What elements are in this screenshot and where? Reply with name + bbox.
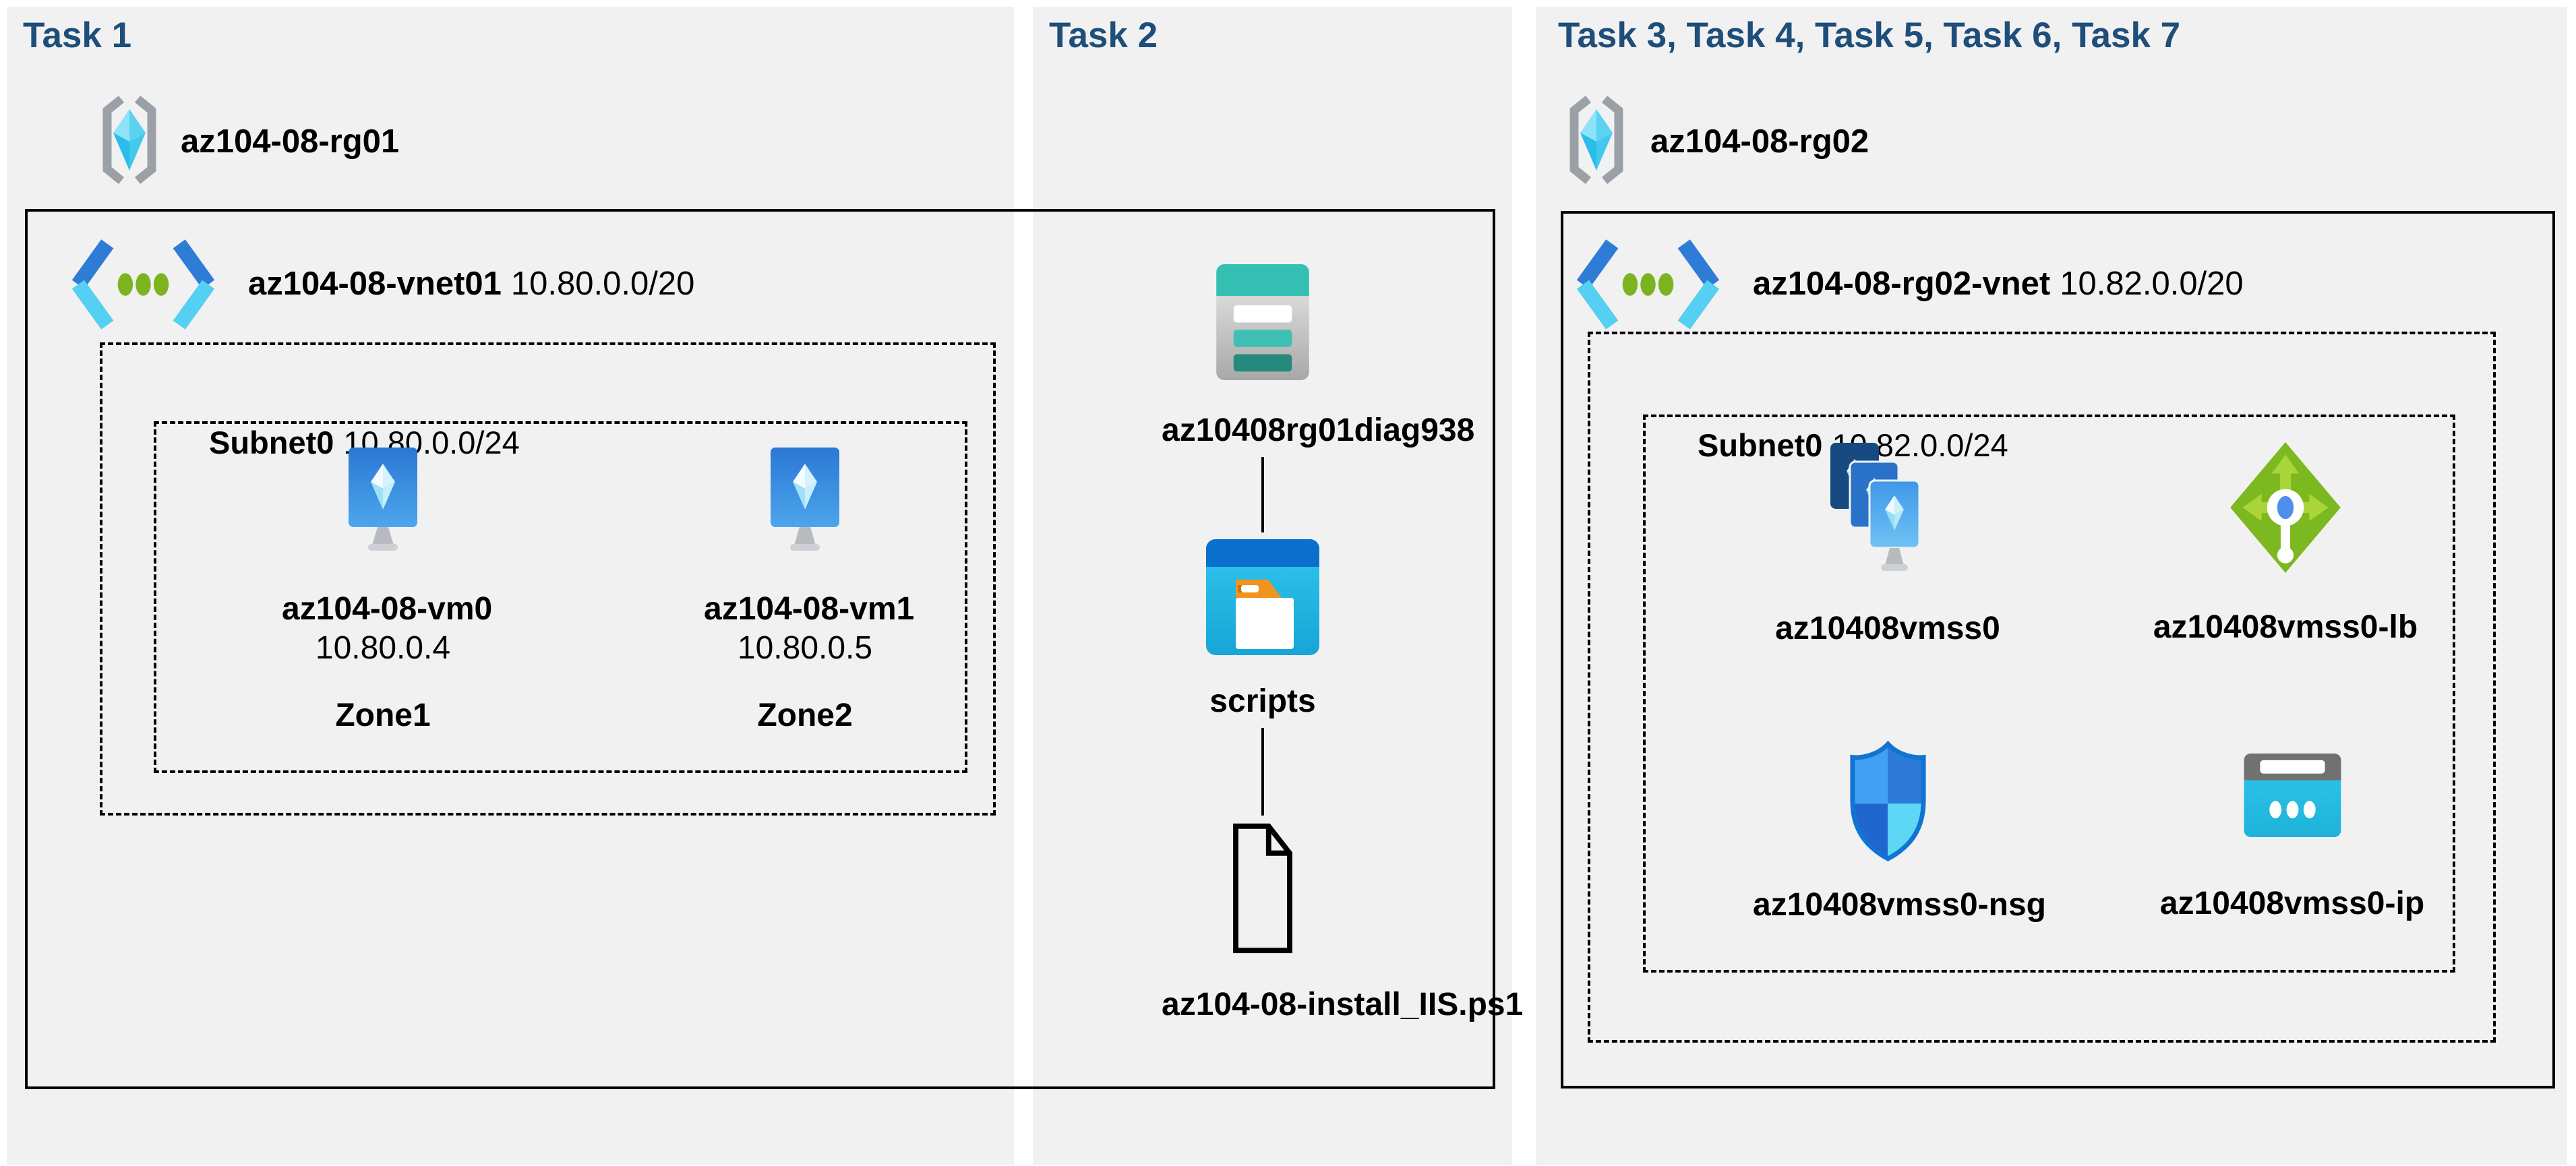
vm-zone: Zone2 [757, 698, 853, 733]
virtual-network-icon [1576, 239, 1720, 330]
nsg-name: az10408vmss0-nsg [1753, 887, 2046, 923]
virtual-machine-icon [771, 448, 839, 551]
task2-column: az10408rg01diag938 scripts az104-08-inst… [1162, 264, 1524, 1024]
connector-line [1261, 728, 1264, 816]
resource-group-icon [102, 95, 156, 185]
vm0-group: az104-08-vm0 10.80.0.4 Zone1 [282, 446, 493, 735]
subnet1-inner-dashed-box [154, 421, 967, 773]
vnet1-boundary-box [25, 209, 1495, 1089]
vnet2-cidr: 10.82.0.0/20 [2060, 266, 2244, 302]
vnet1-cidr: 10.80.0.0/20 [510, 266, 695, 302]
task3-title: Task 3, Task 4, Task 5, Task 6, Task 7 [1558, 16, 2181, 55]
resource-group-name: az104-08-rg01 [181, 123, 400, 160]
resource-group-name: az104-08-rg02 [1650, 123, 1869, 160]
subnet2-name: Subnet0 [1698, 427, 1823, 463]
subnet1-name: Subnet0 [209, 425, 334, 460]
subnet2-dashed-box [1588, 332, 2496, 1043]
task1-title: Task 1 [23, 16, 132, 55]
vm-zone: Zone1 [335, 698, 431, 733]
storage-account-name: az10408rg01diag938 [1162, 412, 1475, 448]
virtual-machine-icon [349, 448, 417, 551]
load-balancer-name: az10408vmss0-lb [2153, 609, 2418, 645]
nsg-group: az10408vmss0-nsg [1753, 740, 2046, 925]
load-balancer-icon [2230, 442, 2341, 573]
vm-ip: 10.80.0.5 [737, 630, 873, 666]
storage-account-icon [1216, 264, 1309, 380]
vmss-group: az10408vmss0 [1753, 441, 2023, 648]
vnet1-name: az104-08-vnet01 [248, 266, 502, 302]
load-balancer-group: az10408vmss0-lb [2151, 439, 2420, 647]
virtual-network-icon [71, 239, 215, 330]
vnet2-name: az104-08-rg02-vnet [1753, 266, 2051, 302]
public-ip-group: az10408vmss0-ip [2157, 754, 2427, 923]
panel-task1 [7, 7, 1014, 1165]
vmss-name: az10408vmss0 [1775, 611, 2000, 646]
vm-name: az104-08-vm0 [282, 591, 493, 627]
vm1-group: az104-08-vm1 10.80.0.5 Zone2 [704, 446, 915, 735]
connector-line [1261, 457, 1264, 532]
subnet2-inner-dashed-box [1643, 415, 2455, 973]
public-ip-icon [2244, 754, 2341, 837]
subnet1-dashed-box [100, 342, 996, 816]
container-name: scripts [1209, 683, 1316, 719]
vm-name: az104-08-vm1 [704, 591, 915, 627]
vm-ip: 10.80.0.4 [315, 630, 451, 666]
network-security-group-icon [1849, 740, 1926, 862]
blob-container-icon [1206, 539, 1319, 655]
resource-group-icon [1569, 95, 1623, 185]
vnet2-boundary-box [1561, 211, 2555, 1088]
public-ip-name: az10408vmss0-ip [2159, 886, 2425, 921]
script-file-name: az104-08-install_IIS.ps1 [1162, 987, 1524, 1022]
vm-scale-set-icon [1830, 443, 1920, 571]
script-file-icon [1233, 823, 1292, 954]
task2-title: Task 2 [1049, 16, 1158, 55]
